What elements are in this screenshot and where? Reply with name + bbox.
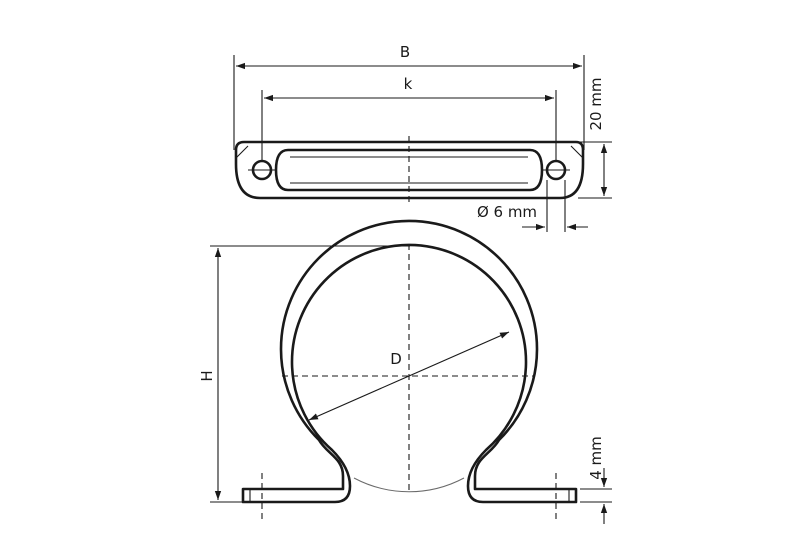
- label-foot-thickness: 4 mm: [587, 436, 605, 480]
- top-view: [234, 136, 585, 204]
- dimension-hole: Ø 6 mm: [477, 180, 588, 232]
- dimension-h: H: [198, 245, 410, 503]
- label-height-top: 20 mm: [587, 77, 605, 130]
- dim-d-line: [308, 331, 510, 421]
- end-chamfer-right: [570, 145, 584, 159]
- dimension-height-top: 20 mm: [578, 77, 612, 199]
- end-chamfer-left: [235, 145, 249, 159]
- band-slot: [274, 148, 544, 192]
- clamp-outer: [241, 219, 578, 504]
- band-outline: [234, 140, 585, 200]
- dimension-k: k: [261, 75, 557, 160]
- dimension-b: B: [233, 43, 585, 150]
- label-d: D: [390, 350, 402, 368]
- label-hole-diameter: Ø 6 mm: [477, 203, 537, 221]
- label-b: B: [400, 43, 410, 61]
- front-view: D: [241, 219, 578, 520]
- label-h: H: [198, 370, 216, 381]
- label-k: k: [404, 75, 413, 93]
- pipe-lower-arc: [353, 477, 465, 493]
- dimension-foot: 4 mm: [580, 436, 612, 524]
